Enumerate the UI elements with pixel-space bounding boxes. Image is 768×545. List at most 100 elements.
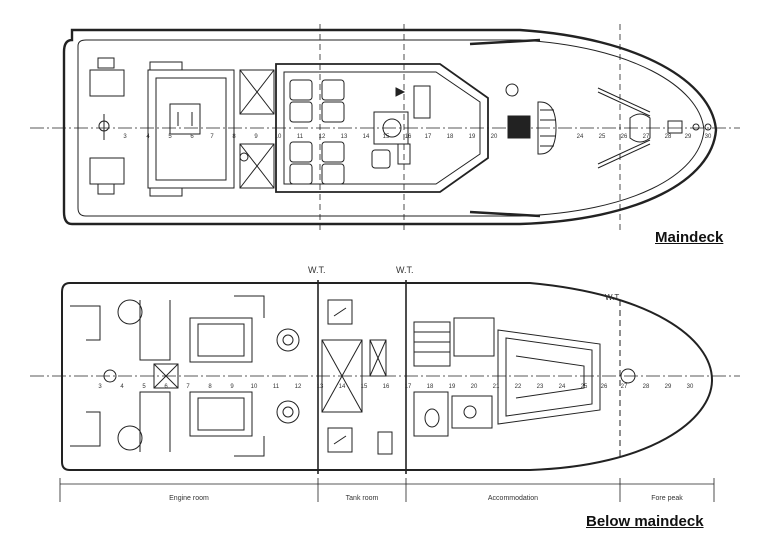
below-hull-outline [61, 282, 714, 471]
maindeck-seat [371, 149, 391, 169]
maindeck-seat [321, 79, 345, 101]
maindeck-seat [289, 163, 313, 185]
frame-number: 12 [295, 384, 302, 390]
compartment-label-tank-room: Tank room [346, 495, 379, 502]
maindeck-bow-roller [629, 113, 651, 143]
below-water-tank [369, 339, 387, 377]
maindeck-hatch [169, 103, 201, 135]
maindeck-fitting [239, 152, 249, 162]
frame-number: 16 [405, 134, 412, 140]
maindeck-bollard [97, 183, 115, 195]
frame-number: 28 [643, 384, 650, 390]
frame-number: 14 [339, 384, 346, 390]
frame-number: 28 [665, 134, 672, 140]
maindeck-seat [321, 163, 345, 185]
below-tank [117, 425, 143, 451]
maindeck-vent [239, 143, 275, 189]
maindeck-seat [289, 141, 313, 163]
frame-number: 17 [425, 134, 432, 140]
below-gearbox [276, 328, 300, 352]
below-tank-hatch [327, 299, 353, 325]
frame-number: 20 [471, 384, 478, 390]
maindeck-plan [30, 24, 740, 230]
frame-number: 8 [208, 384, 212, 390]
frame-number: 3 [123, 134, 127, 140]
frame-number: 14 [363, 134, 370, 140]
frame-number: 4 [146, 134, 150, 140]
below-engine [189, 317, 253, 363]
maindeck-seat [321, 141, 345, 163]
compartment-label-fore-peak: Fore peak [651, 495, 683, 502]
maindeck-winch-guard [537, 101, 557, 155]
frame-number: 11 [273, 384, 280, 390]
frame-number: 26 [621, 134, 628, 140]
below-galley [451, 395, 493, 429]
frame-number: 6 [190, 134, 194, 140]
frame-number: 18 [447, 134, 454, 140]
frame-number: 10 [275, 134, 282, 140]
frame-number: 29 [685, 134, 692, 140]
frame-number: 5 [142, 384, 146, 390]
maindeck-wheelhouse [275, 63, 489, 193]
compartment-label-engine-room: Engine room [169, 495, 209, 502]
below-fuel-tank [321, 339, 363, 413]
frame-number: 25 [581, 384, 588, 390]
frame-number: 19 [469, 134, 476, 140]
frame-number: 23 [537, 384, 544, 390]
frame-number: 19 [449, 384, 456, 390]
frame-number: 17 [405, 384, 412, 390]
frame-number: 27 [621, 384, 628, 390]
maindeck-windlass [507, 115, 531, 139]
below-toilet-room [413, 391, 449, 437]
maindeck-inner-outline [77, 39, 705, 217]
wt-label: W.T. [605, 293, 621, 302]
frame-number: 24 [577, 134, 584, 140]
frame-number: 12 [319, 134, 326, 140]
maindeck-seat [289, 79, 313, 101]
frame-number: 18 [427, 384, 434, 390]
frame-number: 26 [601, 384, 608, 390]
frame-number: 15 [361, 384, 368, 390]
frame-number: 9 [254, 134, 258, 140]
below-toilet-tank [377, 431, 393, 455]
frame-number: 3 [98, 384, 102, 390]
below-chain-locker [620, 368, 636, 384]
frame-number: 8 [232, 134, 236, 140]
maindeck-helm [382, 118, 402, 138]
frame-number: 4 [120, 384, 124, 390]
frame-number: 13 [341, 134, 348, 140]
compartment-label-accommodation: Accommodation [488, 495, 538, 502]
maindeck-title: Maindeck [655, 229, 724, 246]
below-maindeck-title: Below maindeck [586, 513, 704, 530]
maindeck-mast-ring [505, 83, 519, 97]
maindeck-bow-fitting [667, 120, 683, 134]
frame-number: 24 [559, 384, 566, 390]
frame-number: 10 [251, 384, 258, 390]
frame-number: 27 [643, 134, 650, 140]
below-v-berth [497, 329, 601, 425]
wt-label: W.T. [396, 265, 414, 275]
frame-number: 16 [383, 384, 390, 390]
maindeck-bollard [97, 57, 115, 69]
frame-number: 9 [230, 384, 234, 390]
frame-number: 25 [599, 134, 606, 140]
maindeck-hatch [89, 157, 125, 185]
frame-number: 22 [515, 384, 522, 390]
maindeck-seat [289, 101, 313, 123]
frame-number: 6 [164, 384, 168, 390]
frame-number: 11 [297, 134, 304, 140]
frame-number: 15 [383, 134, 390, 140]
maindeck-console [373, 111, 409, 145]
maindeck-engine-casing [147, 69, 235, 189]
frame-number: 13 [317, 384, 324, 390]
below-toilet [424, 408, 440, 428]
maindeck-hull-outline [62, 28, 718, 226]
maindeck-wheelhouse-inner [283, 71, 481, 185]
below-tank [117, 299, 143, 325]
frame-number: 30 [705, 134, 712, 140]
wt-label: W.T. [308, 265, 326, 275]
below-gearbox [276, 400, 300, 424]
